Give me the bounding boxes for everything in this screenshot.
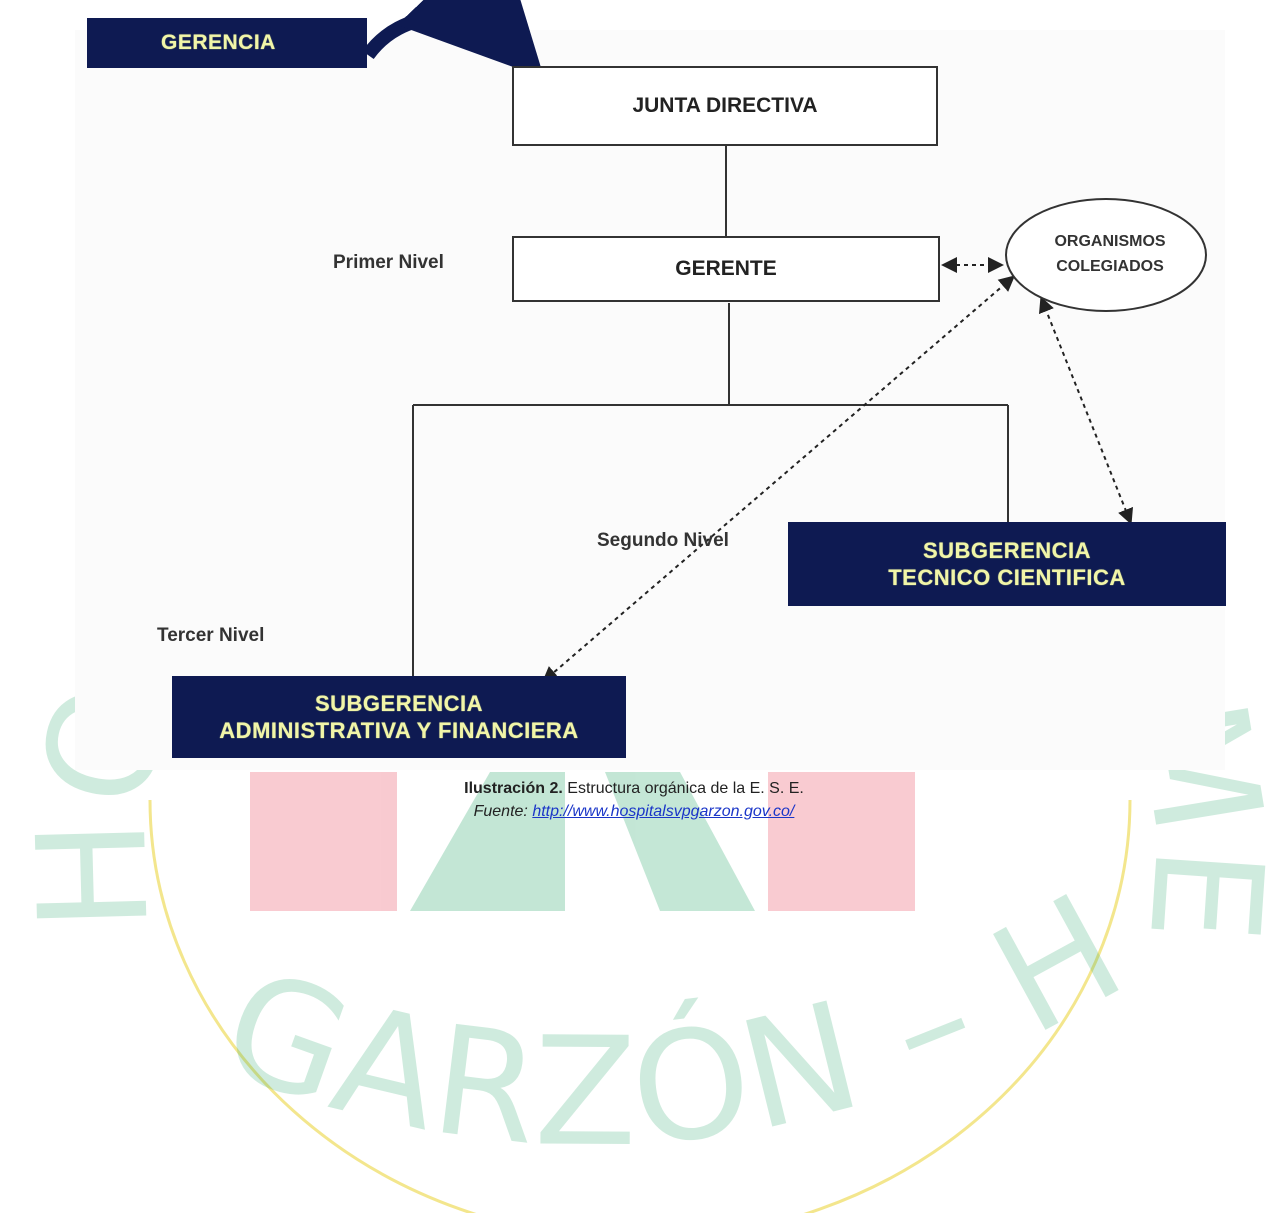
segundo-nivel-label: Segundo Nivel [597, 530, 729, 551]
gerencia-curved-arrow [362, 0, 545, 79]
gerente-label: GERENTE [675, 257, 777, 280]
watermark-green-shape-right [605, 772, 755, 911]
junta-directiva-label: JUNTA DIRECTIVA [632, 94, 818, 117]
organismos-line-1: ORGANISMOS [1054, 233, 1166, 251]
watermark-red-block-left [250, 772, 397, 911]
source-label: Fuente: [473, 803, 533, 820]
watermark-ring [148, 799, 1132, 1213]
watermark-logo-shapes [250, 772, 915, 911]
organismos-line-2: COLEGIADOS [1056, 258, 1164, 275]
organismos-ellipse [1005, 198, 1207, 312]
junta-directiva-box: JUNTA DIRECTIVA [512, 66, 938, 146]
primer-nivel-label: Primer Nivel [333, 252, 444, 273]
organismos-colegiados: ORGANISMOS COLEGIADOS [1020, 222, 1200, 288]
subgerencia-tecnica-line-1: SUBGERENCIA [922, 537, 1092, 563]
gerencia-tag-label: GERENCIA [161, 30, 276, 54]
caption-title-rest: Estructura orgánica de la E. S. E. [562, 780, 804, 797]
watermark-red-block-right [768, 772, 915, 911]
gerencia-tag: GERENCIA [87, 18, 367, 68]
watermark-green-shape-left [410, 772, 565, 911]
subgerencia-administrativa-box: SUBGERENCIA ADMINISTRATIVA Y FINANCIERA [172, 676, 626, 758]
figure-caption: Ilustración 2. Estructura orgánica de la… [0, 780, 1268, 798]
dotted-organismos-tecnica [1039, 296, 1133, 525]
caption-title-bold: Ilustración 2. [464, 780, 563, 797]
subgerencia-administrativa-line-1: SUBGERENCIA [314, 690, 484, 716]
subgerencia-administrativa-line-2: ADMINISTRATIVA Y FINANCIERA [219, 718, 579, 743]
dotted-organismos-administrativa [541, 275, 1016, 683]
tercer-nivel-label: Tercer Nivel [157, 625, 265, 646]
subgerencia-tecnica-box: SUBGERENCIA TECNICO CIENTIFICA [788, 522, 1226, 606]
figure-source: Fuente: http://www.hospitalsvpgarzon.gov… [0, 803, 1268, 821]
gerente-box: GERENTE [512, 236, 940, 302]
source-link[interactable]: http://www.hospitalsvpgarzon.gov.co/ [532, 803, 795, 820]
subgerencia-tecnica-line-2: TECNICO CIENTIFICA [888, 565, 1126, 590]
